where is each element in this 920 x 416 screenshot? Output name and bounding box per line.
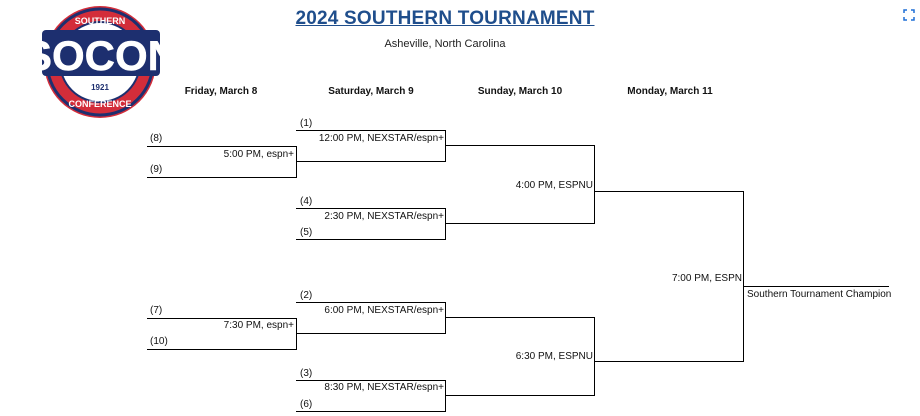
bracket-line [296, 302, 446, 303]
bracket-line [296, 208, 446, 209]
bracket-line [445, 130, 446, 162]
game-saturday-2: 2:30 PM, NEXSTAR/espn+ [324, 211, 444, 222]
bracket-line [296, 380, 446, 381]
bracket-line [296, 146, 297, 178]
socon-logo: SOCON SOUTHERN 1921 CONFERENCE [24, 2, 178, 124]
game-final: 7:00 PM, ESPN [671, 273, 742, 284]
seed-5: (5) [300, 227, 313, 238]
day-header-sunday: Sunday, March 10 [477, 86, 563, 97]
day-header-friday: Friday, March 8 [184, 86, 258, 97]
bracket-line [743, 191, 744, 362]
seed-8: (8) [150, 133, 163, 144]
champion-label: Southern Tournament Champion [747, 289, 892, 300]
day-header-monday: Monday, March 11 [627, 86, 713, 97]
bracket-line [445, 223, 595, 224]
seed-2: (2) [300, 290, 313, 301]
bracket-line [296, 239, 446, 240]
seed-3: (3) [300, 368, 313, 379]
bracket-line [147, 318, 297, 319]
seed-1: (1) [300, 118, 313, 129]
game-friday-top: 5:00 PM, espn+ [223, 149, 294, 160]
bracket-line [594, 317, 595, 396]
seed-9: (9) [150, 164, 163, 175]
page-title: 2024 SOUTHERN TOURNAMENT [295, 8, 595, 29]
game-sunday-bottom: 6:30 PM, ESPNU [515, 351, 593, 362]
game-saturday-3: 6:00 PM, NEXSTAR/espn+ [324, 305, 444, 316]
day-header-saturday: Saturday, March 9 [328, 86, 414, 97]
game-saturday-1: 12:00 PM, NEXSTAR/espn+ [318, 133, 444, 144]
bracket-line [296, 411, 446, 412]
seed-6: (6) [300, 399, 313, 410]
bracket-line [445, 208, 446, 240]
expand-icon[interactable] [903, 8, 915, 21]
location-subtitle: Asheville, North Carolina [384, 38, 506, 50]
bracket-line [147, 146, 297, 147]
seed-4: (4) [300, 196, 313, 207]
bracket-line [445, 380, 446, 412]
bracket-line [594, 191, 744, 192]
svg-text:SOCON: SOCON [38, 32, 166, 79]
champion-line [743, 286, 889, 287]
bracket-line [594, 361, 744, 362]
game-sunday-top: 4:00 PM, ESPNU [515, 180, 593, 191]
seed-7: (7) [150, 305, 163, 316]
svg-text:CONFERENCE: CONFERENCE [68, 99, 131, 109]
svg-text:1921: 1921 [91, 83, 109, 92]
seed-10: (10) [150, 336, 168, 347]
bracket-line [147, 349, 297, 350]
bracket-line [445, 145, 595, 146]
bracket-line [296, 333, 446, 334]
bracket-line [594, 145, 595, 224]
bracket-line [296, 130, 446, 131]
bracket-line [445, 302, 446, 334]
game-saturday-4: 8:30 PM, NEXSTAR/espn+ [324, 382, 444, 393]
game-friday-bottom: 7:30 PM, espn+ [223, 320, 294, 331]
bracket-line [147, 177, 297, 178]
bracket-line [296, 161, 446, 162]
bracket-line [296, 318, 297, 350]
bracket-line [445, 317, 595, 318]
bracket-line [445, 395, 595, 396]
svg-text:SOUTHERN: SOUTHERN [75, 16, 126, 26]
